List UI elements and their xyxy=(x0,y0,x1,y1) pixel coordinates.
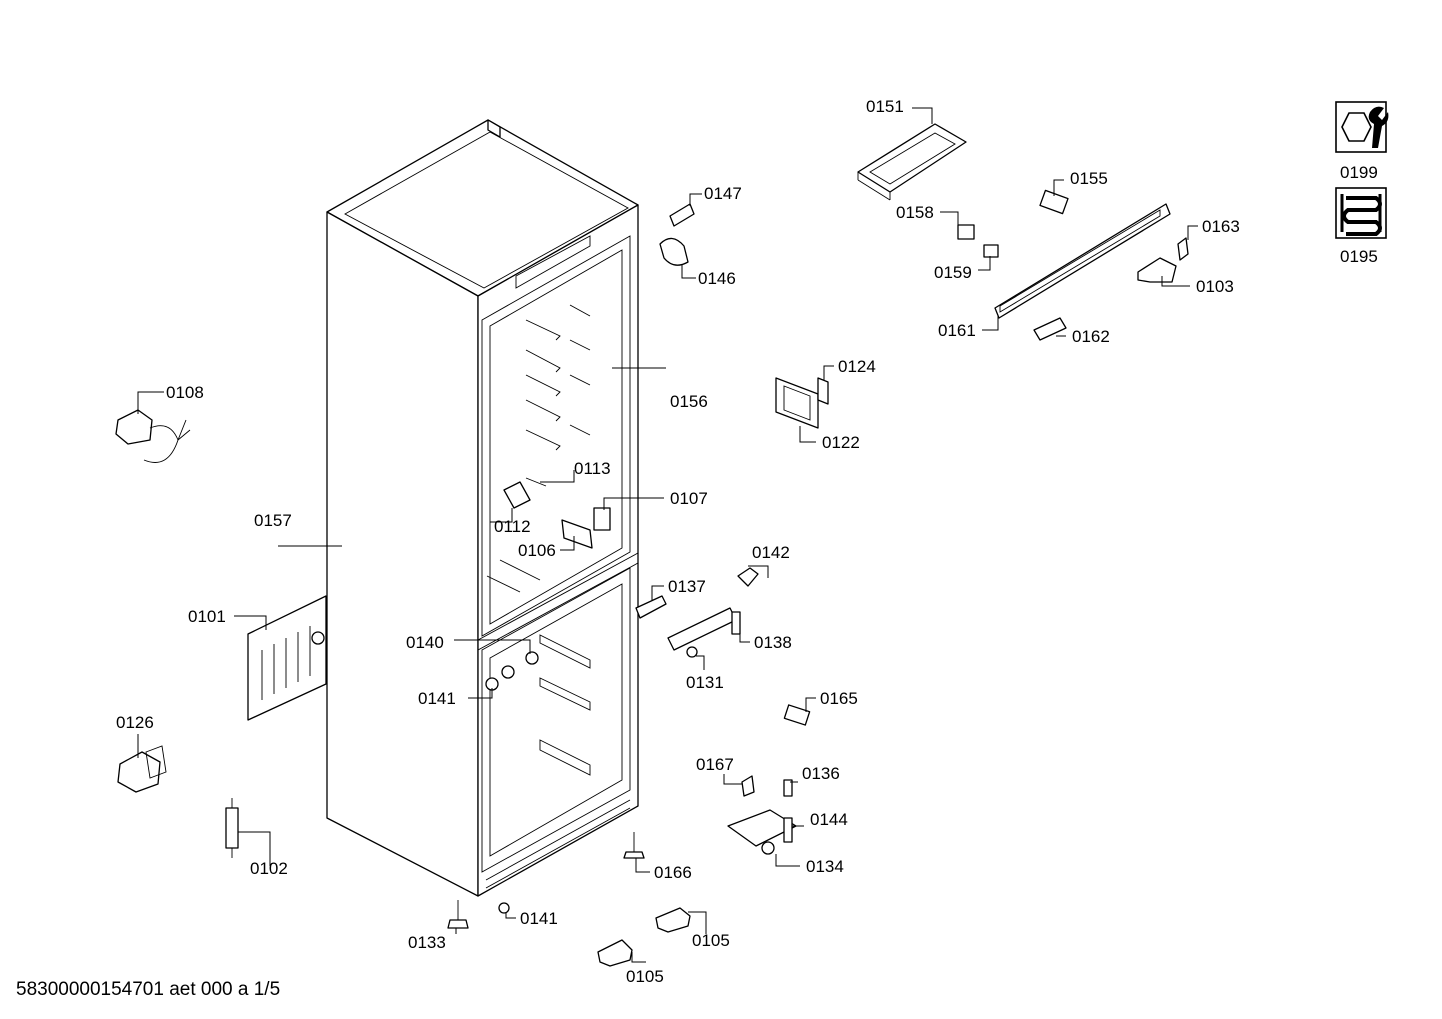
heating-coil-icon xyxy=(1335,187,1387,239)
part-0126-relay xyxy=(117,745,167,793)
part-0151-tray xyxy=(857,123,967,201)
part-0106-grille xyxy=(561,519,593,549)
part-0165-switch xyxy=(783,704,811,726)
label-0142: 0142 xyxy=(752,543,790,562)
label-0156: 0156 xyxy=(670,392,708,411)
part-0140-fitting xyxy=(501,665,515,679)
part-0134-bottom-hinge xyxy=(727,809,797,855)
cabinet-body xyxy=(326,119,639,897)
label-0137: 0137 xyxy=(668,577,706,596)
label-0133: 0133 xyxy=(408,933,446,952)
label-0108: 0108 xyxy=(166,383,204,402)
document-footer-code: 58300000154701 aet 000 a 1/5 xyxy=(16,979,281,1000)
label-0140: 0140 xyxy=(406,633,444,652)
label-0146: 0146 xyxy=(698,269,736,288)
label-0136: 0136 xyxy=(802,764,840,783)
label-0151: 0151 xyxy=(866,97,904,116)
part-0141-plug xyxy=(498,902,510,914)
part-0147-clip xyxy=(669,203,695,227)
part-0112-switch xyxy=(503,481,531,509)
label-0161: 0161 xyxy=(938,321,976,340)
part-0124-seal xyxy=(817,377,829,405)
part-0102-capillary xyxy=(225,798,239,858)
part-labels: 0151 0155 0158 0159 0161 0162 0163 0103 … xyxy=(116,97,1240,986)
part-0107-sensor xyxy=(593,507,611,531)
part-0108-power-cord xyxy=(115,409,191,463)
label-0113: 0113 xyxy=(574,459,611,478)
part-0159-plug xyxy=(983,244,999,258)
part-0146-holder xyxy=(659,237,689,266)
part-0138-hinge xyxy=(667,607,737,651)
label-0141: 0141 xyxy=(418,689,456,708)
label-0112: 0112 xyxy=(494,517,531,536)
label-0144: 0144 xyxy=(810,810,848,829)
label-0166: 0166 xyxy=(654,863,692,882)
part-0161-control-strip xyxy=(994,203,1171,319)
label-0107: 0107 xyxy=(670,489,708,508)
part-0142-pin xyxy=(737,567,759,587)
part-0137-cover xyxy=(635,595,667,619)
label-0167: 0167 xyxy=(696,755,734,774)
label-0199: 0199 xyxy=(1340,163,1378,182)
part-0136-screw xyxy=(783,779,793,797)
label-0124: 0124 xyxy=(838,357,876,376)
part-0133-foot xyxy=(447,900,469,929)
part-0166-foot xyxy=(623,832,645,859)
label-0105: 0105 xyxy=(692,931,730,950)
label-0126: 0126 xyxy=(116,713,154,732)
label-0147: 0147 xyxy=(704,184,742,203)
part-0163-tag xyxy=(1177,237,1189,261)
label-0159: 0159 xyxy=(934,263,972,282)
label-0134: 0134 xyxy=(806,857,844,876)
part-0122-frame xyxy=(775,377,819,429)
label-0131: 0131 xyxy=(686,673,724,692)
label-0141: 0141 xyxy=(520,909,558,928)
part-0131-washer xyxy=(686,646,698,658)
label-0157: 0157 xyxy=(254,511,292,530)
leader-lines xyxy=(137,107,1198,963)
label-0138: 0138 xyxy=(754,633,792,652)
label-0122: 0122 xyxy=(822,433,860,452)
part-0103-bracket xyxy=(1137,257,1177,283)
label-0163: 0163 xyxy=(1202,217,1240,236)
label-0158: 0158 xyxy=(896,203,934,222)
part-0101-panel xyxy=(247,595,327,721)
part-0105-bracket xyxy=(655,907,691,933)
label-0155: 0155 xyxy=(1070,169,1108,188)
label-0102: 0102 xyxy=(250,859,288,878)
label-0106: 0106 xyxy=(518,541,556,560)
label-0101: 0101 xyxy=(188,607,226,626)
label-0105: 0105 xyxy=(626,967,664,986)
label-0195: 0195 xyxy=(1340,247,1378,266)
part-0158-plug xyxy=(957,224,975,240)
part-0155-relay xyxy=(1039,189,1069,215)
label-0165: 0165 xyxy=(820,689,858,708)
part-0162-label xyxy=(1033,317,1067,341)
label-0103: 0103 xyxy=(1196,277,1234,296)
wrench-nut-icon xyxy=(1335,101,1389,153)
label-0162: 0162 xyxy=(1072,327,1110,346)
part-0167-clip xyxy=(741,775,755,797)
